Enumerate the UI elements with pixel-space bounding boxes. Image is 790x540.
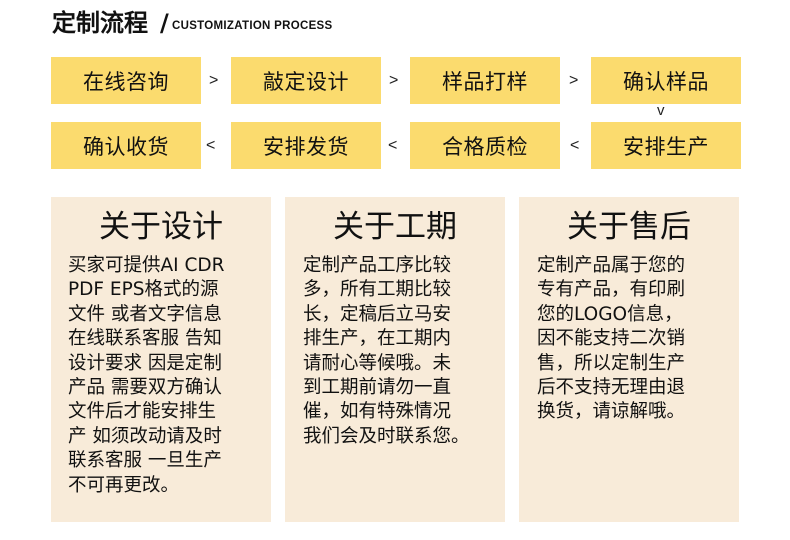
step-arrange-production: 安排生产: [591, 122, 741, 169]
step-make-sample: 样品打样: [410, 57, 560, 104]
arrow-left-icon: <: [570, 137, 580, 154]
info-card-lead-time: 关于工期 定制产品工序比较 多，所有工期比较 长，定稿后立马安 排生产，在工期内…: [285, 197, 505, 522]
arrow-right-icon: >: [389, 72, 399, 89]
title-separator: /: [160, 9, 169, 37]
page-subtitle: CUSTOMIZATION PROCESS: [172, 20, 333, 32]
page-title: 定制流程: [52, 9, 148, 37]
card-title: 关于设计: [99, 209, 223, 245]
card-title: 关于工期: [333, 209, 457, 245]
info-card-design: 关于设计 买家可提供AI CDR PDF EPS格式的源 文件 或者文字信息 在…: [51, 197, 271, 522]
card-body: 定制产品属于您的 专有产品，有印刷 您的LOGO信息， 因不能支持二次销 售，所…: [537, 255, 686, 423]
card-body: 定制产品工序比较 多，所有工期比较 长，定稿后立马安 排生产，在工期内 请耐心等…: [303, 255, 470, 447]
step-finalize-design: 敲定设计: [231, 57, 381, 104]
info-card-after-sales: 关于售后 定制产品属于您的 专有产品，有印刷 您的LOGO信息， 因不能支持二次…: [519, 197, 739, 522]
arrow-right-icon: >: [209, 72, 219, 89]
step-online-consult: 在线咨询: [51, 57, 201, 104]
arrow-down-icon: v: [657, 102, 665, 119]
card-body: 买家可提供AI CDR PDF EPS格式的源 文件 或者文字信息 在线联系客服…: [68, 255, 225, 496]
step-confirm-sample: 确认样品: [591, 57, 741, 104]
arrow-right-icon: >: [569, 72, 579, 89]
step-quality-inspection: 合格质检: [410, 122, 560, 169]
step-arrange-shipping: 安排发货: [231, 122, 381, 169]
arrow-left-icon: <: [388, 137, 398, 154]
step-confirm-receipt: 确认收货: [51, 122, 201, 169]
arrow-left-icon: <: [206, 137, 216, 154]
card-title: 关于售后: [567, 209, 691, 245]
